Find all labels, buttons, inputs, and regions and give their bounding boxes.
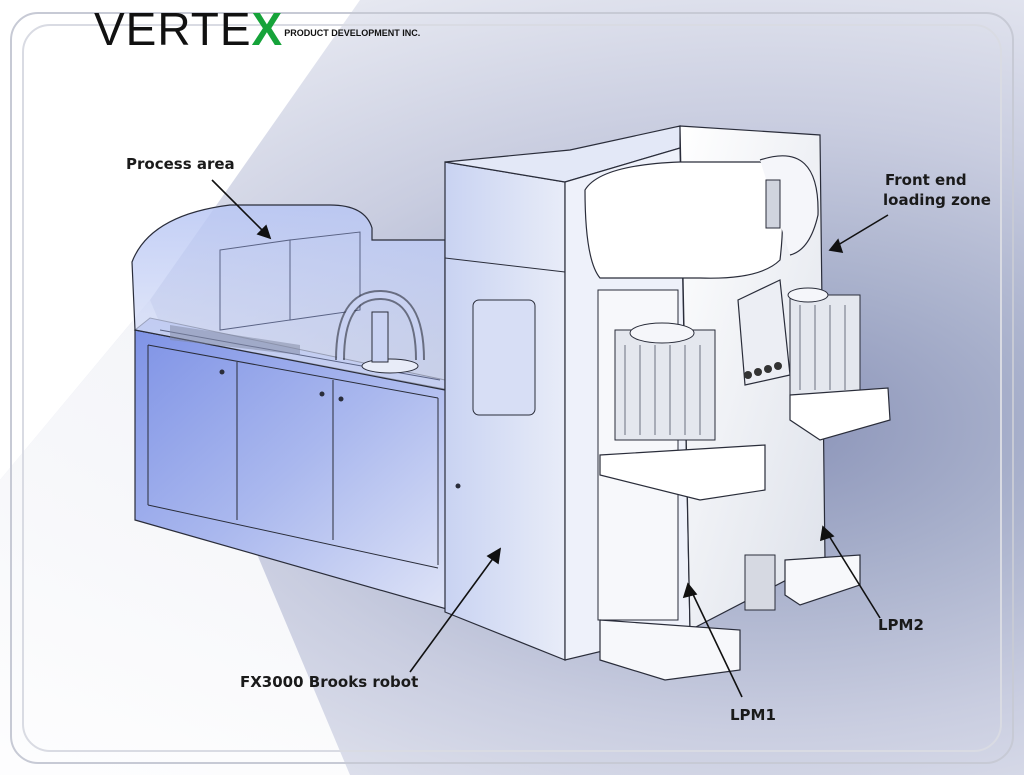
control-panel <box>737 279 791 386</box>
arrow-lpm1-head <box>682 582 698 599</box>
arrow-robot-head <box>486 547 502 565</box>
slide-frame-outer <box>10 12 1014 764</box>
front-end-enclosure <box>584 125 891 681</box>
lpm1-unit <box>597 289 776 681</box>
arrow-front-end <box>832 214 889 249</box>
logo-subtitle: PRODUCT DEVELOPMENT INC. <box>284 28 421 38</box>
process-area-hood <box>131 204 446 391</box>
lpm2-unit <box>784 287 891 606</box>
label-front-end-line1: Front end <box>885 171 967 189</box>
label-lpm2: LPM2 <box>878 616 924 634</box>
arrow-process-area <box>211 179 271 239</box>
arrow-lpm2-head <box>820 525 835 542</box>
logo-word: VERTE <box>94 3 252 55</box>
vertex-logo: VERTE X PRODUCT DEVELOPMENT INC. <box>94 6 420 52</box>
slide-frame-inner <box>22 24 1002 752</box>
arrow-robot <box>409 552 498 673</box>
label-process-area: Process area <box>126 155 235 173</box>
label-fx3000-robot: FX3000 Brooks robot <box>240 673 419 691</box>
arrow-lpm2 <box>825 530 881 619</box>
arrow-front-end-head <box>828 238 844 254</box>
arrow-process-area-head <box>256 224 272 240</box>
callout-arrows <box>211 179 889 698</box>
label-lpm1: LPM1 <box>730 706 776 724</box>
logo-x-letter: X <box>251 3 283 55</box>
arrow-lpm1 <box>689 587 743 698</box>
label-front-end-line2: loading zone <box>883 191 991 209</box>
